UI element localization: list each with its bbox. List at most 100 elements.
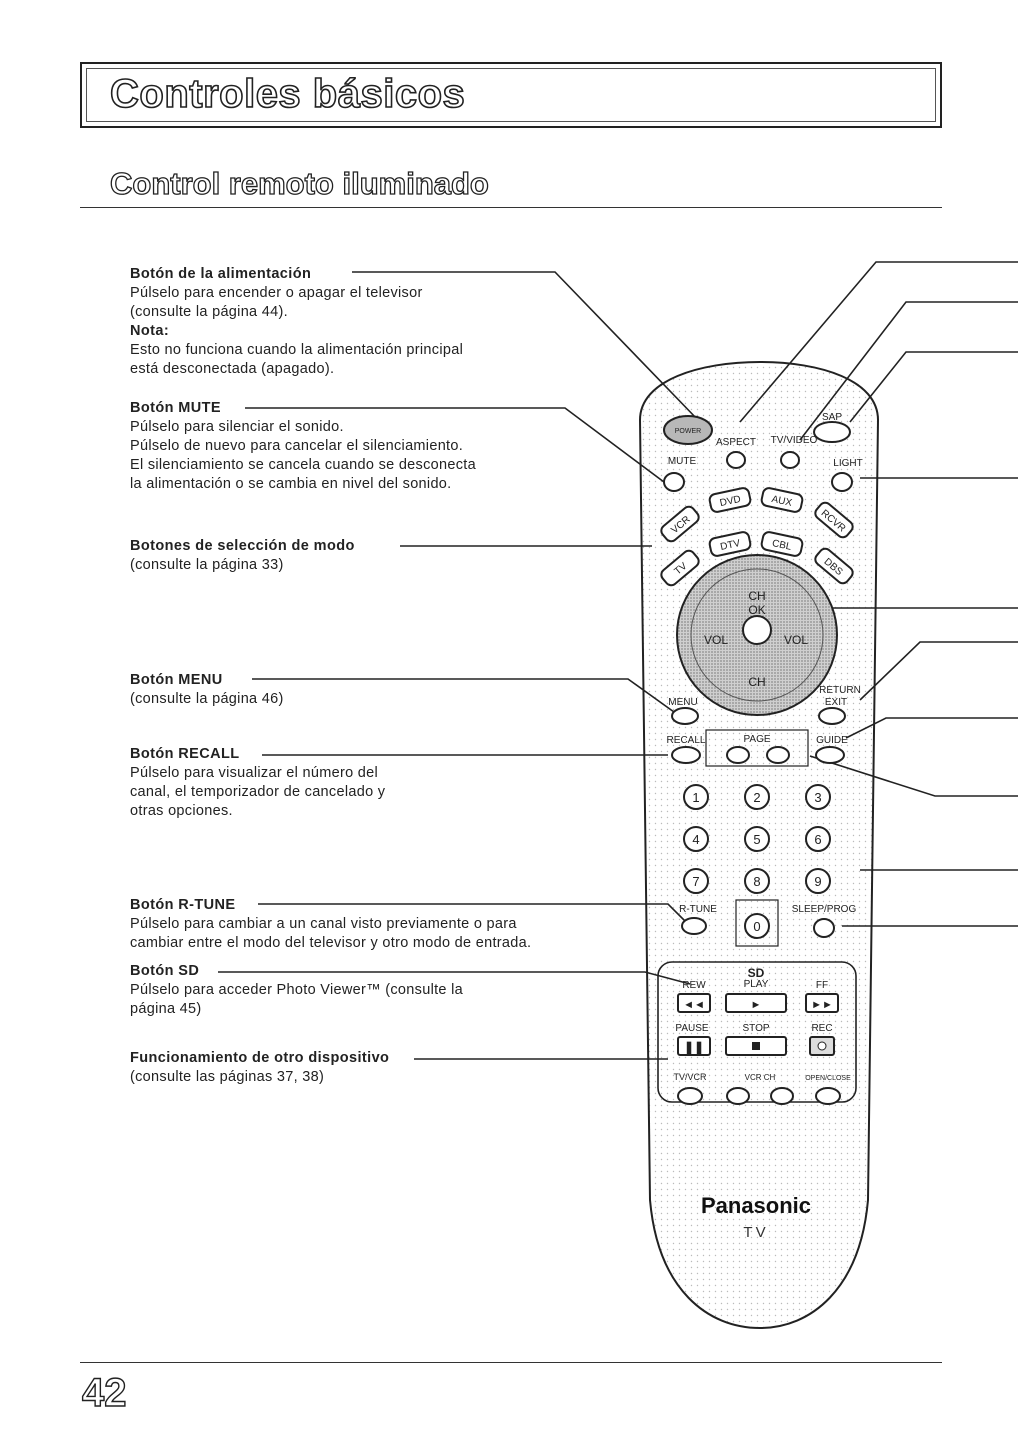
note-line: Esto no funciona cuando la alimentación … — [130, 342, 464, 358]
stop-icon — [752, 1042, 760, 1050]
light-button[interactable] — [831, 472, 853, 492]
footer-rule — [80, 1362, 942, 1363]
digit-7-button[interactable] — [683, 868, 709, 894]
mode-button-dbs[interactable]: DBS — [813, 546, 855, 586]
ok-label: OK — [748, 603, 765, 617]
digit-label: 5 — [753, 832, 760, 847]
return-label: RETURN — [819, 685, 861, 696]
ff-icon: ►► — [811, 999, 833, 1011]
sd-icon: SD — [748, 966, 765, 980]
callout-line: Púlselo para cambiar a un canal visto pr… — [130, 916, 517, 932]
digit-4-button[interactable] — [683, 826, 709, 852]
play-button[interactable] — [725, 993, 787, 1013]
digit-label: 4 — [692, 832, 699, 847]
rew-icon: ◄◄ — [683, 999, 705, 1011]
aspect-label: ASPECT — [716, 437, 756, 448]
digit-3-button[interactable] — [805, 784, 831, 810]
digit-label: 0 — [753, 919, 760, 934]
rec-icon — [817, 1041, 827, 1051]
tv-video-label: TV/VIDEO — [771, 435, 818, 446]
leader-lines-right — [739, 261, 1018, 927]
callout-line: Púlselo de nuevo para cancelar el silenc… — [130, 438, 464, 454]
open-close-button[interactable] — [815, 1087, 841, 1105]
vcr-ch-label: VCR CH — [745, 1073, 776, 1082]
guide-button[interactable] — [815, 746, 845, 764]
mute-label: MUTE — [668, 456, 697, 467]
rew-button[interactable] — [677, 993, 711, 1013]
exit-button[interactable] — [818, 707, 846, 725]
ok-button[interactable] — [742, 615, 772, 645]
mute-button[interactable] — [663, 472, 685, 492]
callout-recall: Botón RECALL Púlselo para visualizar el … — [130, 745, 385, 821]
page-up-button[interactable] — [766, 746, 790, 764]
play-icon: ► — [751, 999, 762, 1011]
navigation-pad[interactable]: CH OK CH VOL VOL — [676, 554, 838, 716]
mode-buttons: VCR DVD AUX RCVR TV DTV CBL DBS — [659, 487, 855, 588]
page-frame — [705, 729, 809, 767]
digit-8-button[interactable] — [744, 868, 770, 894]
callout-heading: Botones de selección de modo — [130, 538, 355, 554]
mode-button-cbl[interactable]: CBL — [760, 531, 804, 557]
callout-line: (consulte las páginas 37, 38) — [130, 1069, 325, 1085]
callout-heading: Botón RECALL — [130, 746, 240, 762]
callout-heading: Funcionamiento de otro dispositivo — [130, 1050, 390, 1066]
header-box: Controles básicos — [80, 62, 942, 128]
stop-label: STOP — [742, 1023, 769, 1034]
mode-button-dvd[interactable]: DVD — [708, 487, 752, 513]
mode-button-dtv[interactable]: DTV — [708, 531, 752, 557]
callout-line: Púlselo para encender o apagar el televi… — [130, 285, 423, 301]
ff-label: FF — [816, 980, 828, 991]
tv-vcr-button[interactable] — [677, 1087, 703, 1105]
tv-video-button[interactable] — [780, 451, 800, 469]
ff-button[interactable] — [805, 993, 839, 1013]
callout-menu: Botón MENU (consulte la página 46) — [130, 671, 284, 709]
r-tune-label: R-TUNE — [679, 904, 717, 915]
digit-label: 6 — [814, 832, 821, 847]
mode-label: AUX — [770, 494, 793, 509]
power-button[interactable]: POWER — [663, 415, 713, 445]
brand-logo: Panasonic — [701, 1193, 811, 1218]
vol-up-label: VOL — [784, 633, 808, 647]
vcr-ch-down-button[interactable] — [726, 1087, 750, 1105]
playback-panel — [657, 961, 857, 1103]
note-line: está desconectada (apagado). — [130, 361, 335, 377]
callout-line: (consulte la página 44). — [130, 304, 288, 320]
callout-line: la alimentación o se cambia en nivel del… — [130, 476, 452, 492]
digit-label: 9 — [814, 874, 821, 889]
digit-label: 8 — [753, 874, 760, 889]
recall-label: RECALL — [667, 735, 706, 746]
r-tune-button[interactable] — [681, 917, 707, 935]
page-label: PAGE — [743, 734, 770, 745]
mode-button-aux[interactable]: AUX — [760, 487, 804, 513]
pause-button[interactable] — [677, 1036, 711, 1056]
vcr-ch-up-button[interactable] — [770, 1087, 794, 1105]
play-label: PLAY — [744, 979, 769, 990]
callout-r-tune: Botón R-TUNE Púlselo para cambiar a un c… — [130, 896, 531, 953]
mode-label: CBL — [771, 538, 793, 553]
digit-1-button[interactable] — [683, 784, 709, 810]
guide-label: GUIDE — [816, 735, 848, 746]
digit-5-button[interactable] — [744, 826, 770, 852]
ch-down-label: CH — [748, 675, 765, 689]
menu-button[interactable] — [671, 707, 699, 725]
callout-line: (consulte la página 46) — [130, 691, 284, 707]
callout-heading: Botón R-TUNE — [130, 897, 236, 913]
leader-lines-left — [218, 271, 699, 1060]
digit-9-button[interactable] — [805, 868, 831, 894]
aspect-button[interactable] — [726, 451, 746, 469]
sleep-prog-button[interactable] — [813, 918, 835, 938]
recall-button[interactable] — [671, 746, 701, 764]
digit-2-button[interactable] — [744, 784, 770, 810]
mode-button-vcr[interactable]: VCR — [659, 504, 701, 544]
mode-button-tv[interactable]: TV — [659, 548, 701, 588]
callout-mode-select: Botones de selección de modo (consulte l… — [130, 537, 355, 575]
callout-line: Púlselo para silenciar el sonido. — [130, 419, 344, 435]
digit-6-button[interactable] — [805, 826, 831, 852]
callout-heading: Botón de la alimentación — [130, 266, 312, 282]
page-down-button[interactable] — [726, 746, 750, 764]
sap-button[interactable] — [813, 421, 851, 443]
digit-label: 3 — [814, 790, 821, 805]
digit-0-button[interactable] — [744, 913, 770, 939]
callout-other-device: Funcionamiento de otro dispositivo (cons… — [130, 1049, 389, 1087]
